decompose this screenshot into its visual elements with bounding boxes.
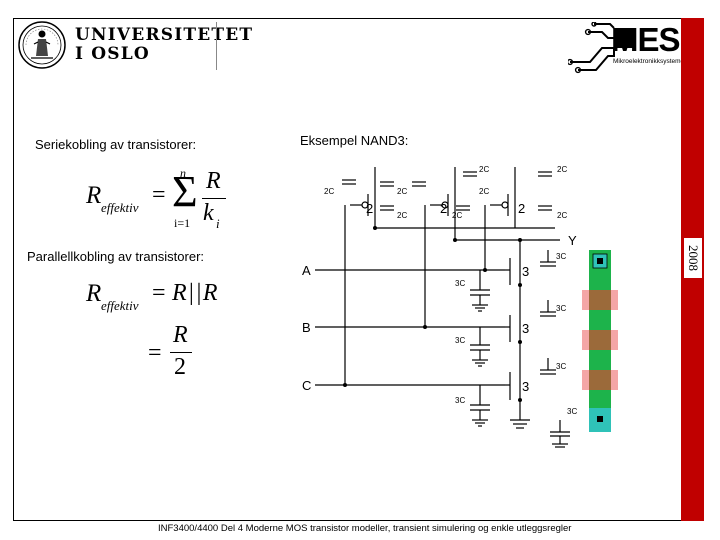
cap-label: 2C xyxy=(557,165,567,174)
parallel-formula: R effektiv = R||R = R 2 xyxy=(86,280,246,390)
cap-label: 3C xyxy=(455,396,465,405)
uio-logo: UNIVERSITETET I OSLO xyxy=(17,20,252,70)
slide-footer: INF3400/4400 Del 4 Moderne MOS transisto… xyxy=(158,523,572,534)
parallel-numerator: R xyxy=(173,322,188,348)
cap-label: 2C xyxy=(557,211,567,220)
series-lhs-symbol: R xyxy=(86,182,102,209)
series-lhs-subscript: effektiv xyxy=(101,200,139,215)
parallel-equals-2: = xyxy=(148,340,162,366)
parallel-fraction-bar xyxy=(170,352,192,353)
series-denominator-symbol: k xyxy=(203,200,214,226)
cap-label: 2C xyxy=(397,187,407,196)
pmos-width-label: 2 xyxy=(440,201,447,216)
cap-label: 3C xyxy=(556,252,566,261)
input-label-a: A xyxy=(302,263,311,278)
uio-seal-icon xyxy=(18,21,66,69)
cap-label: 3C xyxy=(567,407,577,416)
sigma-symbol: Σ xyxy=(172,167,198,216)
parallel-denominator: 2 xyxy=(174,354,186,380)
uio-name-line2: I OSLO xyxy=(75,44,150,64)
example-heading: Eksempel NAND3: xyxy=(300,133,409,148)
cap-label: 2C xyxy=(452,211,462,220)
cap-label: 2C xyxy=(479,165,489,174)
series-denominator-subscript: i xyxy=(216,216,220,231)
nmos-width-label: 3 xyxy=(522,264,529,279)
pmos-width-label: 2 xyxy=(366,201,373,216)
input-label-c: C xyxy=(302,378,311,393)
mes-chip-icon xyxy=(568,22,634,74)
series-heading: Seriekobling av transistorer: xyxy=(35,137,197,152)
cap-label: 2C xyxy=(479,187,489,196)
uio-name-line1: UNIVERSITETET xyxy=(75,25,254,45)
series-fraction-bar xyxy=(202,198,226,199)
series-equals: = xyxy=(152,182,166,208)
year-label: 2008 xyxy=(686,245,701,271)
parallel-equals: = xyxy=(152,280,166,306)
parallel-lhs-symbol: R xyxy=(86,280,102,307)
mes-logo-subtitle: Mikroelektronikksystemer xyxy=(613,58,687,65)
nmos-width-label: 3 xyxy=(522,321,529,336)
mes-logo-text: MES xyxy=(611,21,681,58)
cap-label: 3C xyxy=(455,279,465,288)
output-label: Y xyxy=(568,233,577,248)
series-numerator: R xyxy=(206,168,221,194)
nmos-width-label: 3 xyxy=(522,379,529,394)
cap-label: 2C xyxy=(397,211,407,220)
layout-strip xyxy=(582,250,618,432)
pmos-width-label: 2 xyxy=(518,201,525,216)
year-label-box: 2008 xyxy=(684,238,702,278)
sum-upper-limit: n xyxy=(180,166,186,180)
series-formula: R effektiv = Σ n i=1 R k i xyxy=(86,166,246,234)
cap-label: 3C xyxy=(556,362,566,371)
parallel-lhs-subscript: effektiv xyxy=(101,298,139,313)
parallel-rhs: R||R xyxy=(172,280,219,306)
parallel-heading: Parallellkobling av transistorer: xyxy=(27,249,205,264)
sum-lower-limit: i=1 xyxy=(174,216,191,230)
cap-label: 3C xyxy=(556,304,566,313)
uio-logo-divider xyxy=(216,22,217,70)
uio-name: UNIVERSITETET I OSLO xyxy=(75,26,253,64)
cap-label: 3C xyxy=(455,336,465,345)
input-label-b: B xyxy=(302,320,311,335)
cap-label: 2C xyxy=(324,187,334,196)
